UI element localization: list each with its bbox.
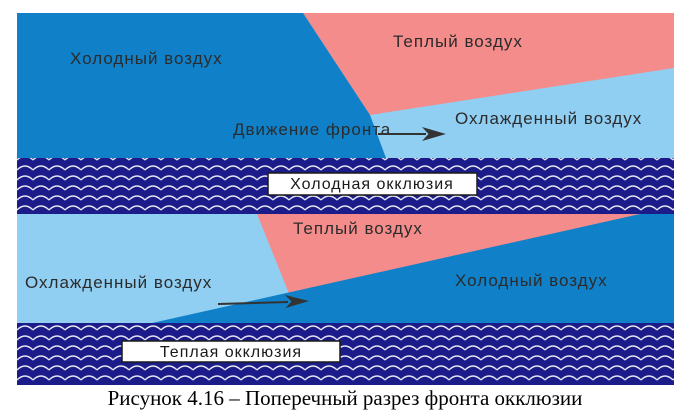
figure-caption: Рисунок 4.16 – Поперечный разрез фронта … [107, 386, 583, 410]
top-cold-air-region [17, 13, 386, 158]
front-motion-label: Движение фронта [233, 120, 391, 139]
arrow-head-icon [285, 295, 309, 308]
bottom-cooled-air-label: Охлажденный воздух [25, 273, 212, 292]
cold-occlusion-band: Холодная окклюзия [17, 158, 674, 214]
bottom-cold-air-region [152, 214, 674, 323]
arrow-shaft [217, 301, 289, 305]
occlusion-front-figure: Холодный воздух Теплый воздух Охлажденны… [17, 13, 674, 385]
bottom-cold-air-label: Холодный воздух [455, 271, 608, 290]
front-motion-arrow-top [378, 127, 446, 141]
top-cooled-air-label: Охлажденный воздух [455, 109, 642, 128]
warm-occlusion-band: Теплая окклюзия [17, 323, 674, 385]
band-wave-texture [17, 323, 674, 385]
top-cold-air-label: Холодный воздух [70, 49, 223, 68]
occlusion-front-diagram: Холодный воздух Теплый воздух Охлажденны… [17, 13, 674, 385]
cold-occlusion-label: Холодная окклюзия [290, 176, 454, 193]
bottom-warm-air-label: Теплый воздух [293, 219, 423, 238]
warm-occlusion-label-box [121, 340, 341, 363]
top-warm-air-region [303, 13, 674, 115]
front-motion-arrow-bottom [217, 295, 309, 308]
top-warm-air-label: Теплый воздух [393, 32, 523, 51]
arrow-head-icon [422, 127, 446, 141]
cold-occlusion-label-box [267, 172, 478, 196]
warm-occlusion-label: Теплая окклюзия [160, 344, 302, 361]
